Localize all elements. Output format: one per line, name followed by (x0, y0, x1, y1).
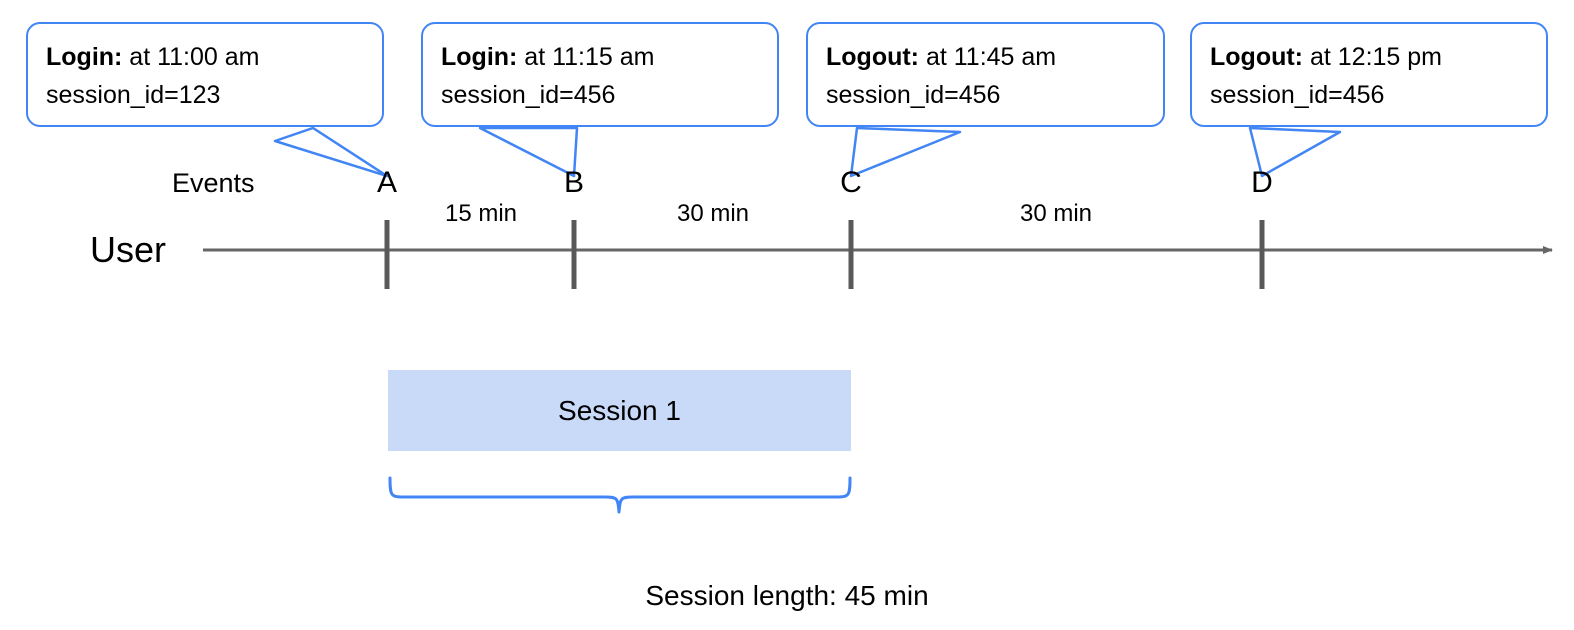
callout-tail-b (478, 126, 579, 178)
session-bar-label: Session 1 (558, 394, 681, 426)
callout-login-b[interactable]: Login: at 11:15 am session_id=456 (421, 22, 779, 127)
callout-tail-c (849, 126, 962, 178)
callout-event-label: Logout: (1210, 43, 1304, 71)
callout-session-id: session_id=456 (441, 81, 616, 109)
session-length-caption: Session length: 45 min (645, 580, 929, 611)
callout-tail-a (273, 126, 389, 178)
callout-logout-d[interactable]: Logout: at 12:15 pm session_id=456 (1190, 22, 1548, 127)
callout-line-primary: Login: at 11:15 am (441, 38, 761, 76)
callout-session-id: session_id=123 (46, 81, 221, 109)
lane-label-user: User (90, 229, 167, 270)
callout-logout-c[interactable]: Logout: at 11:45 am session_id=456 (806, 22, 1165, 127)
callout-line-primary: Logout: at 12:15 pm (1210, 38, 1530, 76)
callout-line-primary: Login: at 11:00 am (46, 38, 366, 76)
event-marker-a[interactable]: A (376, 166, 397, 199)
callout-login-a[interactable]: Login: at 11:00 am session_id=123 (26, 22, 384, 127)
callout-event-label: Logout: (826, 43, 920, 71)
callout-event-label: Login: (441, 43, 518, 71)
callout-event-label: Login: (46, 43, 123, 71)
callout-time-label: at 11:15 am (517, 43, 655, 71)
session-brace (388, 476, 852, 514)
lane-label-events: Events (172, 168, 255, 198)
interval-label-a-b: 15 min (444, 200, 518, 227)
event-marker-d[interactable]: D (1251, 166, 1273, 199)
callout-line-primary: Logout: at 11:45 am (826, 38, 1147, 76)
callout-time-label: at 11:45 am (919, 43, 1057, 71)
callout-time-label: at 11:00 am (122, 43, 260, 71)
callout-session-id: session_id=456 (1210, 81, 1385, 109)
callout-tail-d (1248, 126, 1342, 178)
interval-label-c-d: 30 min (1019, 200, 1093, 227)
session-bar[interactable]: Session 1 (388, 370, 851, 451)
event-marker-c[interactable]: C (840, 166, 862, 199)
interval-label-b-c: 30 min (676, 200, 750, 227)
event-marker-b[interactable]: B (563, 166, 584, 199)
callout-time-label: at 12:15 pm (1303, 43, 1442, 71)
callout-session-id: session_id=456 (826, 81, 1001, 109)
